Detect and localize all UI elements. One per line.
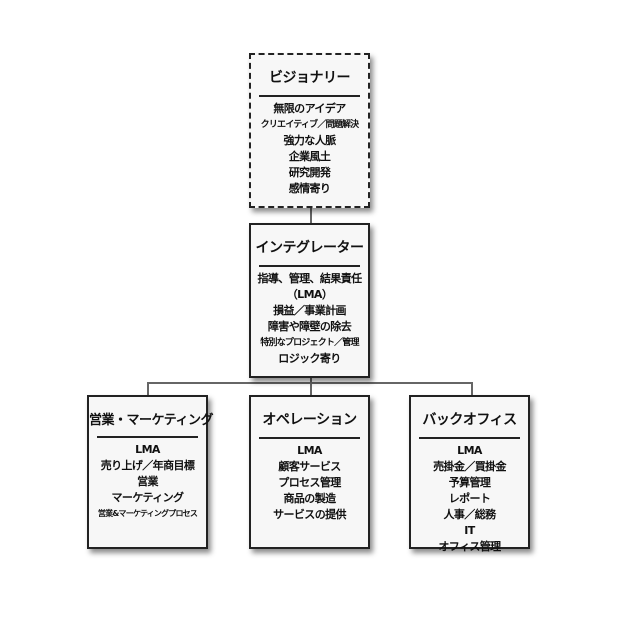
- list-item: 研究開発: [288, 166, 331, 179]
- list-item: 営業&マーケティングプロセス: [97, 509, 198, 518]
- divider: [259, 265, 360, 267]
- list-item: 顧客サービス: [278, 460, 341, 473]
- back-office-box: バックオフィス LMA 売掛金／買掛金 予算管理 レポート 人事／総務 IT オ…: [409, 395, 530, 553]
- list-item: 予算管理: [448, 476, 491, 489]
- connector-backoffice: [471, 382, 473, 396]
- list-item: （LMA）: [286, 288, 333, 301]
- connector-integrator-down: [310, 377, 312, 384]
- divider: [97, 436, 198, 438]
- box-title: インテグレーター: [255, 240, 365, 256]
- list-item: 特別なプロジェクト／管理: [260, 338, 359, 348]
- list-item: ロジック寄り: [278, 352, 341, 365]
- list-item: 指導、管理、結果責任: [257, 272, 363, 285]
- connector-visionary-integrator: [310, 207, 312, 223]
- list-item: 人事／総務: [443, 508, 497, 521]
- list-item: クリエイティブ／問題解決: [260, 120, 359, 130]
- operations-box: オペレーション LMA 顧客サービス プロセス管理 商品の製造 サービスの提供: [249, 395, 370, 549]
- connector-operations: [310, 382, 312, 396]
- connector-sales: [147, 382, 149, 396]
- list-item: 営業: [137, 475, 158, 488]
- divider: [259, 437, 360, 439]
- list-item: 売り上げ／年商目標: [100, 459, 195, 472]
- list-item: 企業風土: [288, 150, 331, 163]
- list-item: プロセス管理: [278, 476, 341, 489]
- box-title: ビジョナリー: [269, 70, 351, 86]
- list-item: LMA: [457, 444, 482, 457]
- list-item: 障害や障壁の除去: [267, 320, 352, 333]
- divider: [419, 437, 520, 439]
- sales-marketing-box: 営業・マーケティング LMA 売り上げ／年商目標 営業 マーケティング 営業&マ…: [87, 395, 213, 549]
- list-item: マーケティング: [111, 491, 185, 504]
- box-title: オペレーション: [262, 412, 357, 428]
- list-item: 売掛金／買掛金: [433, 460, 506, 473]
- list-item: 感情寄り: [288, 182, 331, 195]
- list-item: 強力な人脈: [283, 134, 337, 147]
- box-title: バックオフィス: [422, 412, 517, 428]
- list-item: LMA: [297, 444, 322, 457]
- list-item: 商品の製造: [283, 492, 337, 505]
- integrator-box: インテグレーター 指導、管理、結果責任 （LMA） 損益／事業計画 障害や障壁の…: [249, 223, 370, 378]
- list-item: 無限のアイデア: [273, 102, 346, 115]
- list-item: IT: [464, 524, 475, 537]
- box-title: 営業・マーケティング: [89, 413, 213, 428]
- list-item: サービスの提供: [273, 508, 346, 521]
- list-item: オフィス管理: [438, 540, 501, 553]
- list-item: LMA: [135, 443, 160, 456]
- list-item: 損益／事業計画: [273, 304, 346, 317]
- visionary-box: ビジョナリー 無限のアイデア クリエイティブ／問題解決 強力な人脈 企業風土 研…: [249, 53, 370, 208]
- list-item: レポート: [448, 492, 491, 505]
- divider: [259, 95, 360, 97]
